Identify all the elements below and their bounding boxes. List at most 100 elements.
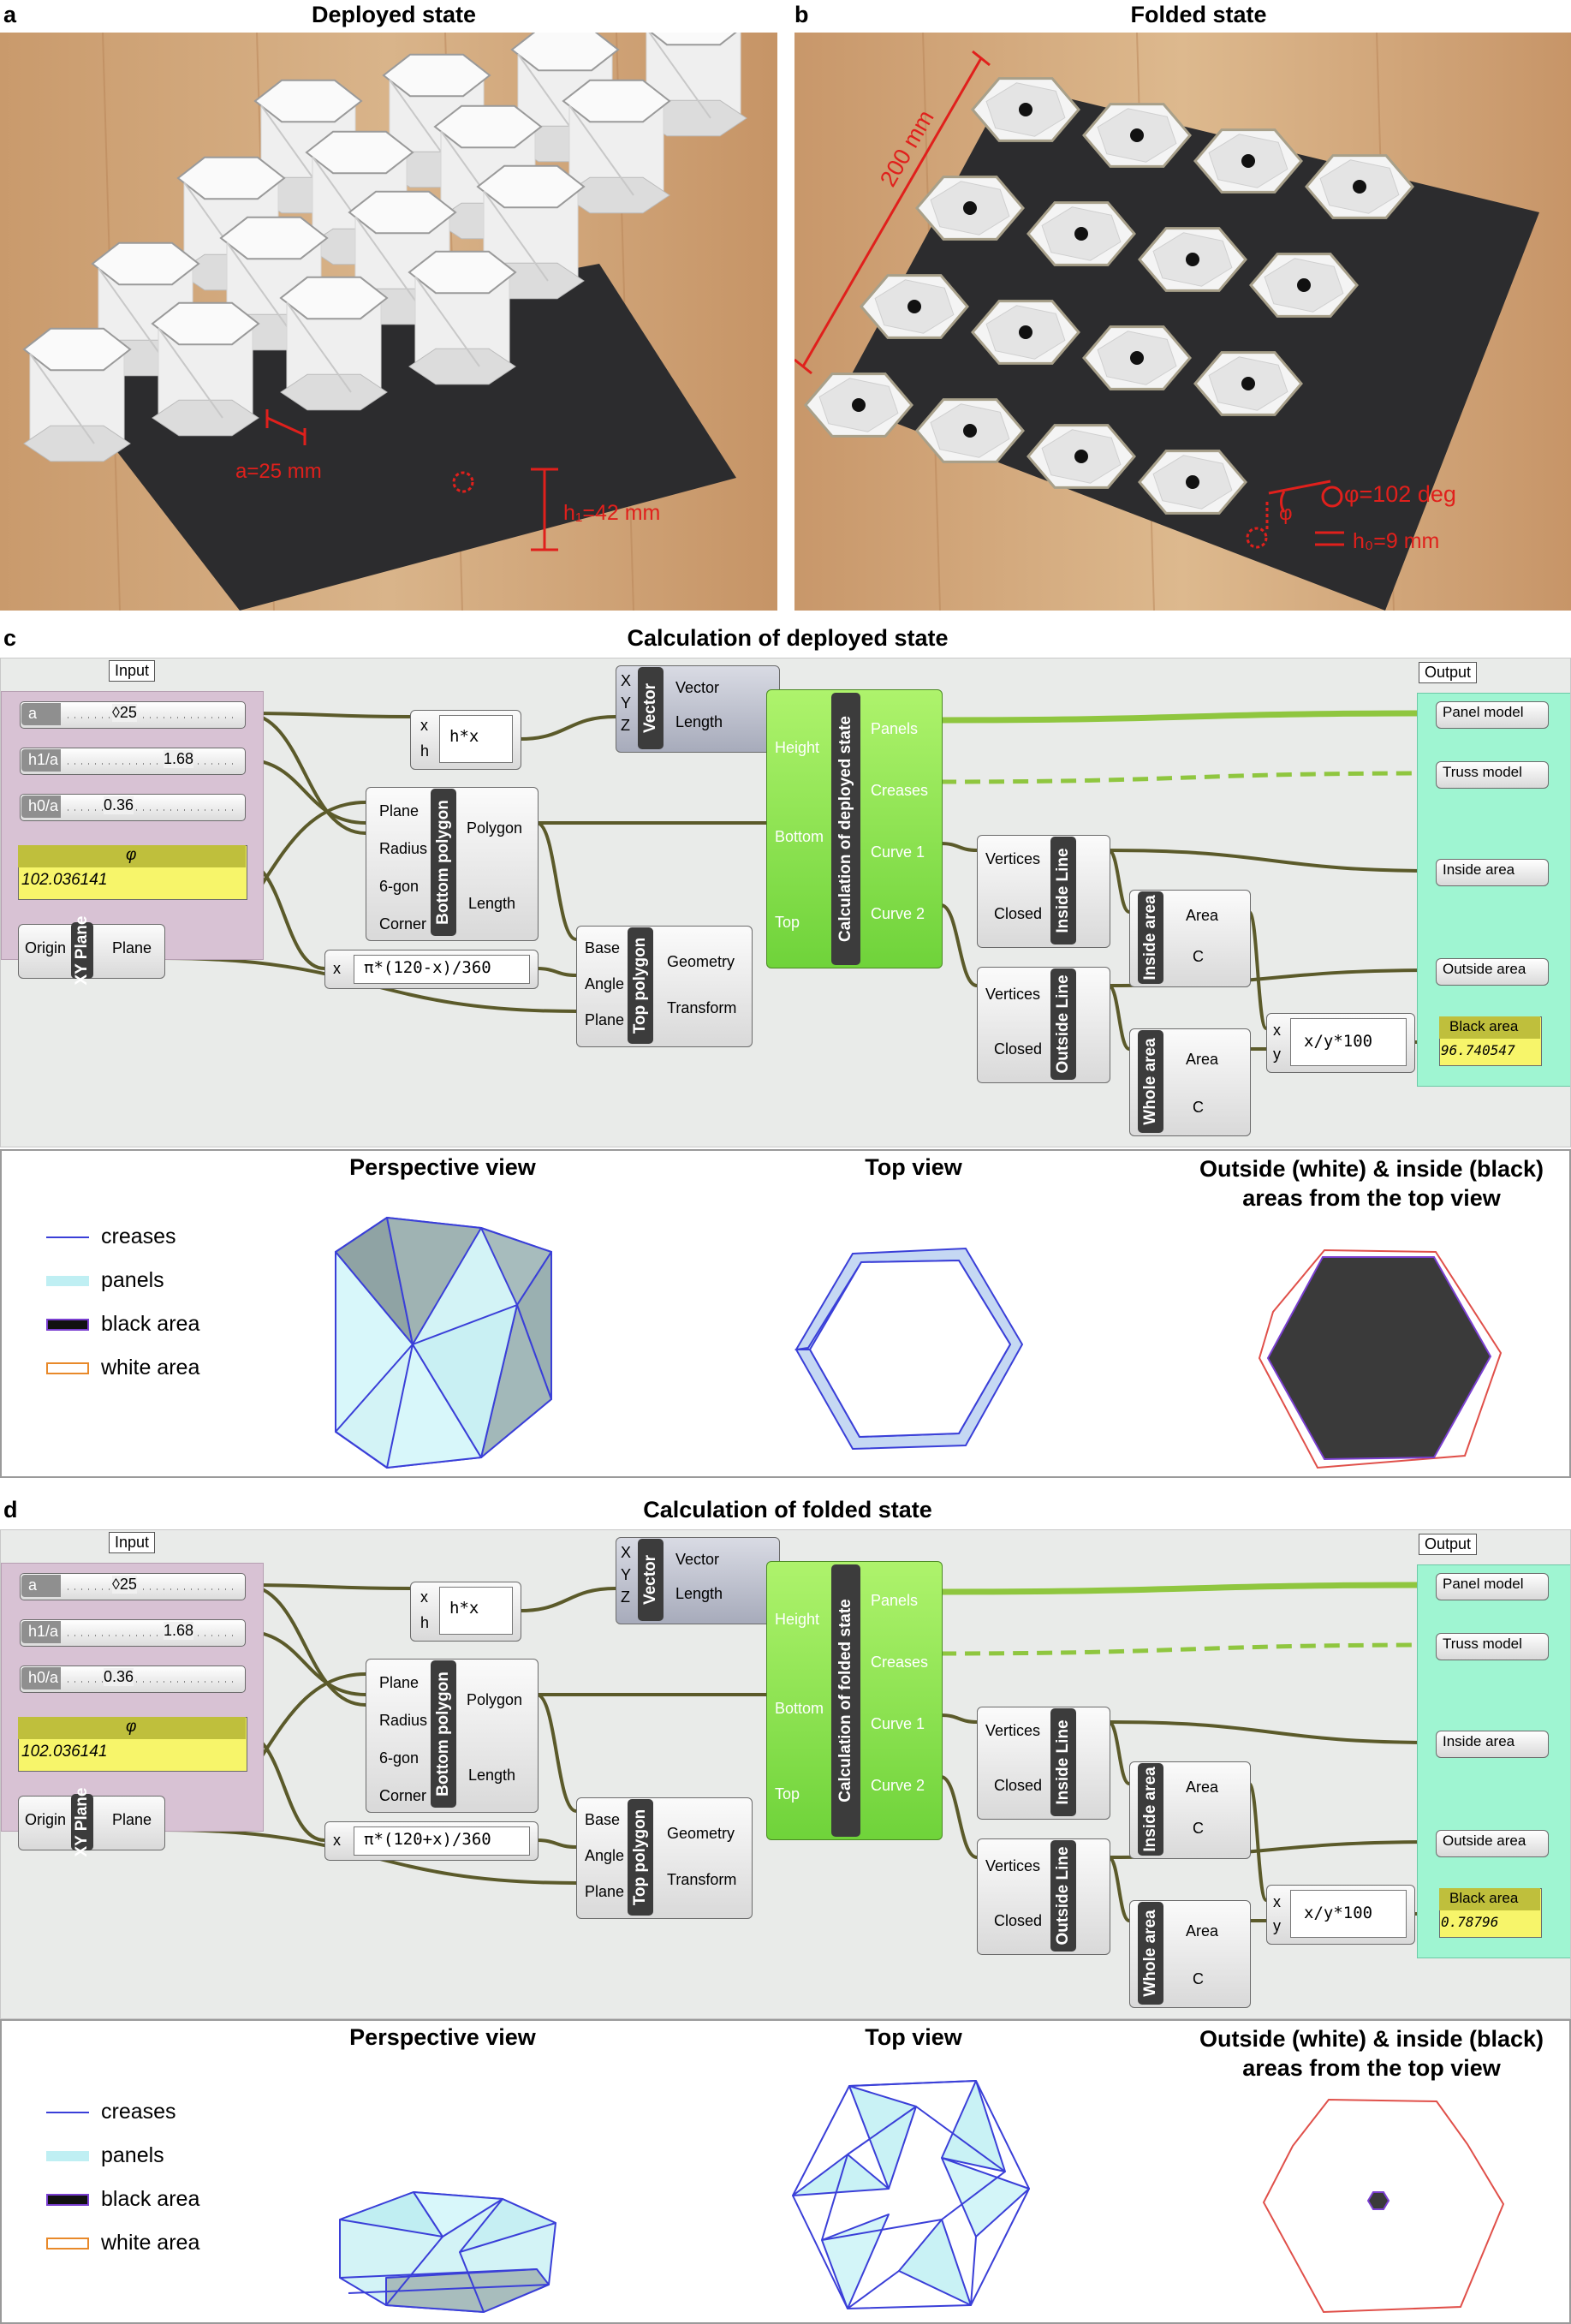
black-area-header xyxy=(1439,1888,1540,1910)
output-param-1-label: Truss model xyxy=(1443,1636,1522,1652)
bp-in-1: Radius xyxy=(379,1712,428,1729)
output-param-0[interactable] xyxy=(1436,1573,1549,1600)
ia-out-0: Area xyxy=(1186,1779,1219,1796)
legend-black: black area xyxy=(46,1312,199,1337)
input-group[interactable] xyxy=(1,1563,264,1832)
slider-0-value[interactable]: ◊25 xyxy=(112,1576,137,1594)
tp-in-1: Angle xyxy=(585,975,625,992)
top-polygon-component[interactable] xyxy=(576,926,753,1047)
hx-expr-box xyxy=(439,715,513,763)
output-param-0[interactable] xyxy=(1436,701,1549,729)
output-param-2[interactable] xyxy=(1436,1731,1549,1758)
xy-plane-title-text: XY Plane xyxy=(73,1787,91,1857)
whole-area-title-text: Whole area xyxy=(1141,1910,1159,1997)
vec-y: Y xyxy=(621,694,632,712)
bp-in-2: 6-gon xyxy=(379,1749,420,1767)
output-param-1[interactable] xyxy=(1436,761,1549,789)
pi-expr: π*(120+x)/360 xyxy=(364,1830,491,1849)
slider-2-name: h0/a xyxy=(28,797,59,814)
bp-in-0: Plane xyxy=(379,1674,420,1691)
deployed-cells xyxy=(22,33,747,462)
inside-line-component[interactable] xyxy=(977,835,1110,948)
inside-line-title: Inside Line xyxy=(1050,837,1076,944)
outside-line-component[interactable] xyxy=(977,967,1110,1083)
output-param-3[interactable] xyxy=(1436,958,1549,986)
panel-b-title: Folded state xyxy=(1130,2,1267,27)
input-group[interactable] xyxy=(1,691,264,960)
calc-out-3: Curve 2 xyxy=(871,1777,925,1794)
pi-expr-box xyxy=(354,955,530,984)
calc-in-0: Height xyxy=(775,1611,820,1628)
legend-black-label-folded: black area xyxy=(101,2187,200,2211)
hx-expr: h*x xyxy=(449,1599,479,1618)
top-polygon-component[interactable] xyxy=(576,1797,753,1919)
slider-1-value[interactable]: 1.68 xyxy=(164,1622,194,1640)
input-tag: Input xyxy=(109,660,156,682)
bp-in-3: Corner xyxy=(379,1787,427,1804)
phi-label: φ xyxy=(126,1718,137,1736)
outside-line-component[interactable] xyxy=(977,1838,1110,1955)
bottom-polygon-title-text: Bottom polygon xyxy=(434,800,452,925)
vec-x: X xyxy=(621,1544,632,1561)
ratio-in-x: x xyxy=(1273,1022,1281,1039)
output-param-1[interactable] xyxy=(1436,1633,1549,1660)
slider-1-track xyxy=(68,1635,235,1636)
hx-expr: h*x xyxy=(449,727,479,746)
outside-line-title: Outside Line xyxy=(1050,1840,1076,1952)
black-area-value[interactable]: 96.740547 xyxy=(1441,1042,1515,1058)
input-tag: Input xyxy=(109,1532,156,1553)
ol-in-0: Vertices xyxy=(985,986,1041,1003)
whole-area-title-text: Whole area xyxy=(1141,1038,1159,1125)
slider-1-name-cell xyxy=(21,749,61,772)
slider-2-value[interactable]: 0.36 xyxy=(104,796,134,814)
top-polygon-title-text: Top polygon xyxy=(631,937,649,1034)
slider-2-value[interactable]: 0.36 xyxy=(104,1668,134,1686)
topview-deployed-drawing xyxy=(794,1247,1024,1451)
black-area-value[interactable]: 0.78796 xyxy=(1441,1914,1499,1930)
phi-value[interactable]: 102.036141 xyxy=(21,871,108,889)
areas-folded-drawing xyxy=(1262,2098,1505,2314)
output-tag: Output xyxy=(1419,662,1478,683)
pi-in-x: x xyxy=(333,1832,341,1849)
areas-title: Outside (white) & inside (black) areas f… xyxy=(1199,1156,1544,1211)
inside-line-component[interactable] xyxy=(977,1707,1110,1820)
panel-a-letter: a xyxy=(3,2,17,27)
outside-line-title: Outside Line xyxy=(1050,968,1076,1080)
ratio-in-x: x xyxy=(1273,1893,1281,1910)
hx-in-x: x xyxy=(420,717,428,734)
tp-in-0: Base xyxy=(585,939,621,956)
tp-out-1: Transform xyxy=(667,999,737,1016)
whole-area-title: Whole area xyxy=(1138,1902,1163,2005)
calc-out-0: Panels xyxy=(871,720,919,737)
calc-out-1: Creases xyxy=(871,1654,929,1671)
slider-1-value[interactable]: 1.68 xyxy=(164,750,194,768)
tp-in-0: Base xyxy=(585,1811,621,1828)
topview-title-folded: Top view xyxy=(865,2024,962,2050)
slider-0-name-cell xyxy=(21,703,61,725)
dim-h1-label: h₁=42 mm xyxy=(563,501,661,525)
wa-out-0: Area xyxy=(1186,1051,1219,1068)
phi-value[interactable]: 102.036141 xyxy=(21,1743,108,1761)
black-area-header xyxy=(1439,1016,1540,1039)
inside-area-title-text: Inside area xyxy=(1141,895,1159,980)
inside-area-title: Inside area xyxy=(1138,1763,1163,1856)
xy-plane-origin: Origin xyxy=(25,939,67,956)
output-param-3[interactable] xyxy=(1436,1830,1549,1857)
slider-1-track xyxy=(68,763,235,765)
tp-in-2: Plane xyxy=(585,1883,625,1900)
output-param-2[interactable] xyxy=(1436,859,1549,886)
slider-0-value[interactable]: ◊25 xyxy=(112,704,137,722)
output-tag: Output xyxy=(1419,1534,1478,1555)
bp-out-1: Length xyxy=(468,1767,516,1784)
xy-plane-title: XY Plane xyxy=(71,916,93,985)
vec-out1: Vector xyxy=(675,679,720,696)
tp-out-1: Transform xyxy=(667,1871,737,1888)
calc-title: Calculation of deployed state xyxy=(831,693,860,965)
xy-plane-title: XY Plane xyxy=(71,1788,93,1856)
vector-title-text: Vector xyxy=(641,682,659,734)
bp-in-1: Radius xyxy=(379,840,428,857)
bp-out-0: Polygon xyxy=(467,1691,523,1708)
ol-in-1: Closed xyxy=(994,1040,1043,1058)
